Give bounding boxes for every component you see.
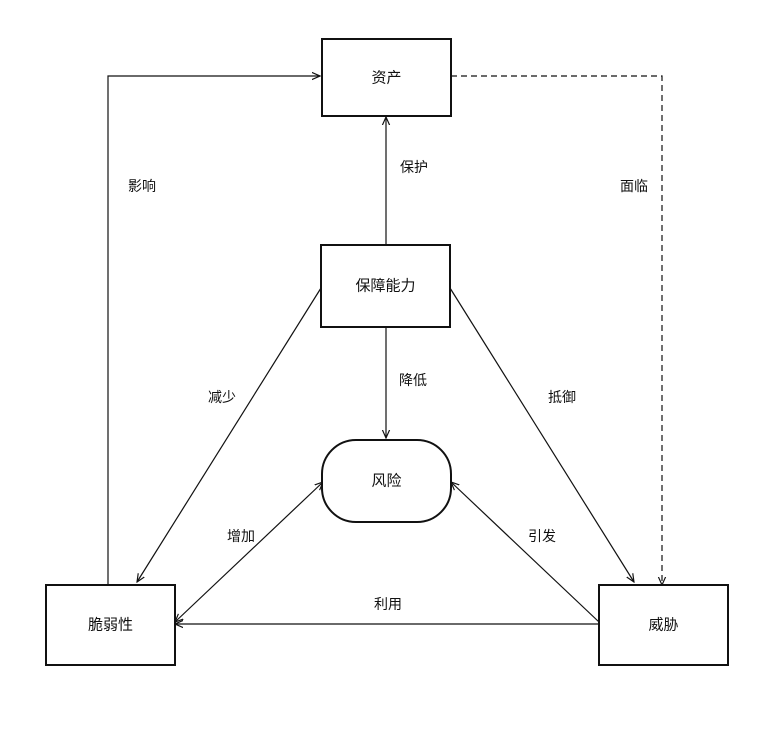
edge-resist <box>449 287 634 582</box>
edge-trigger <box>451 482 600 623</box>
node-threat: 威胁 <box>598 584 729 666</box>
label-reduce-vulnerability: 减少 <box>208 390 236 406</box>
label-trigger: 引发 <box>528 529 556 545</box>
edge-influence <box>107 76 320 585</box>
label-face: 面临 <box>620 179 648 195</box>
edge-face <box>451 75 662 585</box>
node-risk: 风险 <box>321 439 452 523</box>
node-capability: 保障能力 <box>320 244 451 328</box>
label-exploit: 利用 <box>374 597 402 613</box>
label-resist: 抵御 <box>548 390 576 406</box>
edge-increase <box>175 482 323 622</box>
node-asset: 资产 <box>321 38 452 117</box>
label-increase: 增加 <box>227 529 255 545</box>
label-protect: 保护 <box>400 160 428 176</box>
label-influence: 影响 <box>128 179 156 195</box>
edge-reduce-vulnerability <box>137 287 322 582</box>
label-reduce-risk: 降低 <box>399 373 427 389</box>
node-threat-label: 威胁 <box>648 616 678 634</box>
node-risk-label: 风险 <box>371 472 401 490</box>
node-capability-label: 保障能力 <box>355 277 415 295</box>
node-vulnerability-label: 脆弱性 <box>88 616 133 634</box>
node-asset-label: 资产 <box>371 69 401 87</box>
node-vulnerability: 脆弱性 <box>45 584 176 666</box>
